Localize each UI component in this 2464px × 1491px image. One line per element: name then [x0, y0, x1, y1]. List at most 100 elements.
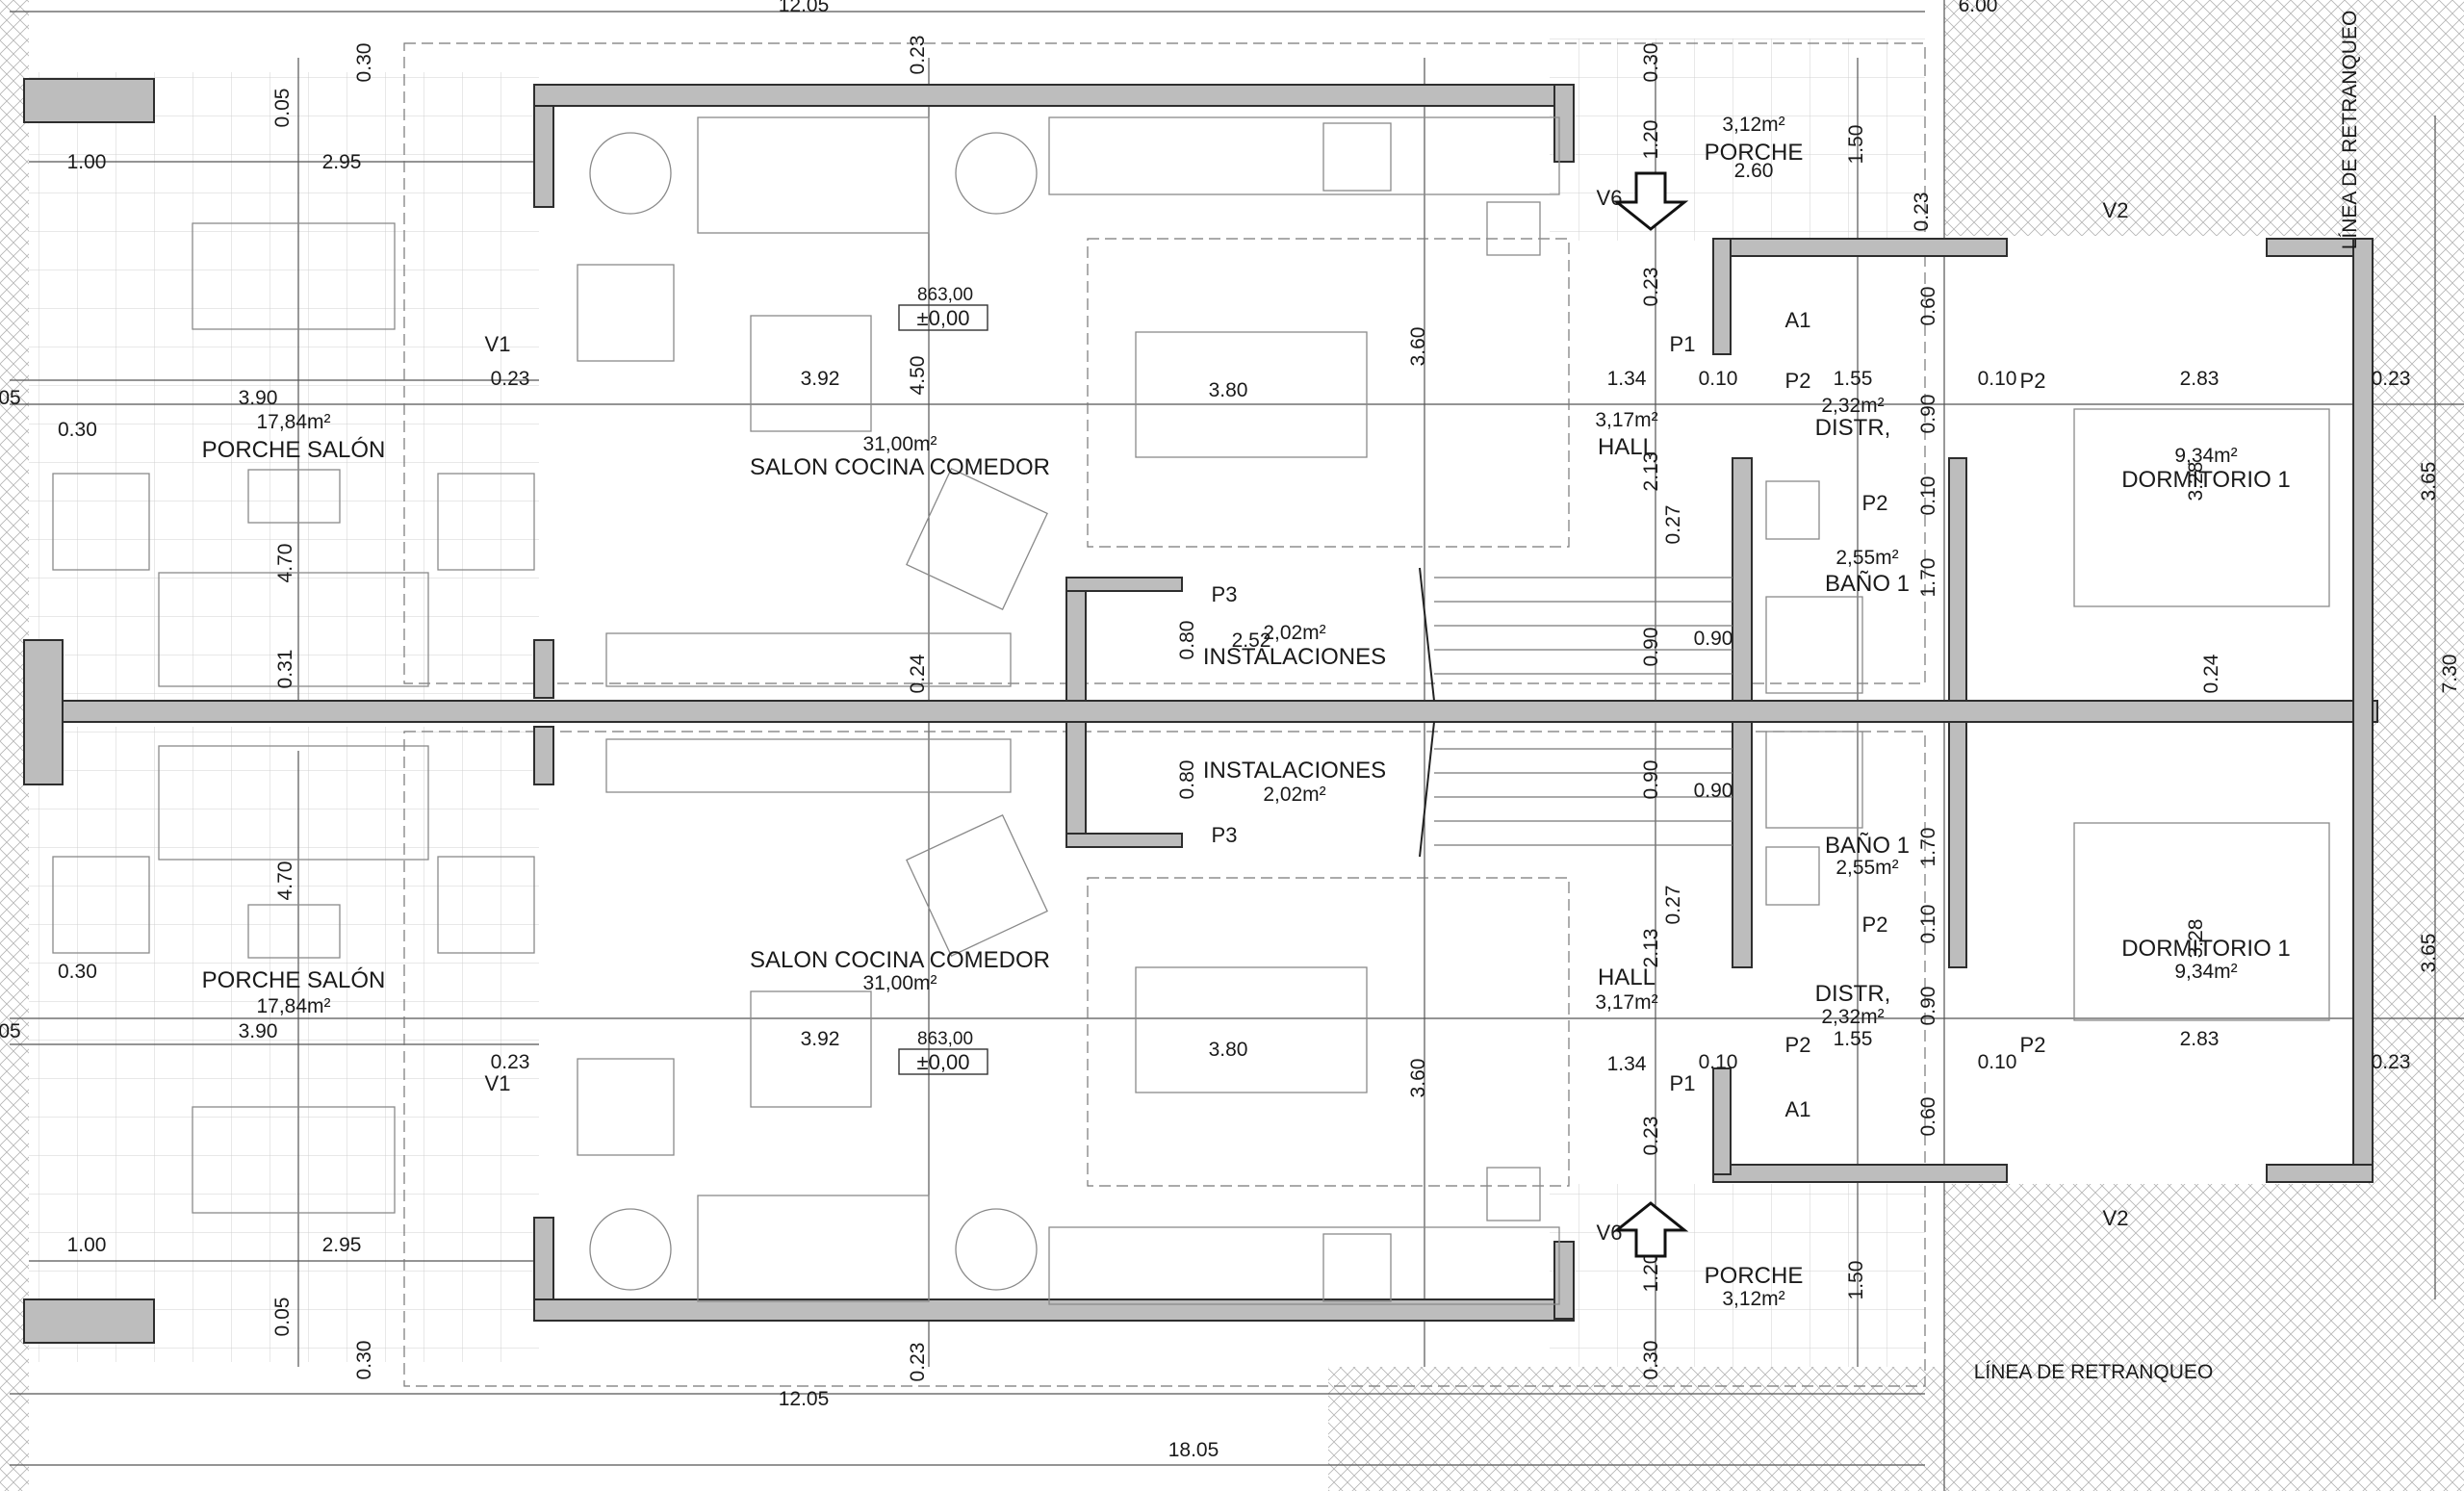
dim-170-lower: 1.70 [1917, 828, 1939, 867]
dim-450: 4.50 [907, 356, 929, 396]
dim-overall-top-left: 12.05 [779, 0, 830, 16]
dim-213-lower: 2.13 [1640, 929, 1662, 968]
room-name-instalaciones-lower: INSTALACIONES [1203, 758, 1386, 784]
room-area-porche-salon-lower: 17,84m² [256, 995, 330, 1017]
dim-010-b-lower: 0.10 [1978, 1051, 2017, 1073]
room-name-porche-upper: PORCHE [1705, 140, 1804, 166]
arrows [1612, 171, 1689, 1258]
dim-365-lower: 3.65 [2418, 934, 2440, 973]
room-name-dormitorio-lower: DORMITORIO 1 [2121, 936, 2291, 962]
tag-v2-upper: V2 [2103, 198, 2129, 222]
tag-p2-bath-upper: P2 [1862, 491, 1888, 515]
tag-a1-lower: A1 [1785, 1097, 1811, 1121]
tag-p2-bath-lower: P2 [1862, 913, 1888, 937]
stairs [1419, 567, 1732, 858]
tag-v2-lower: V2 [2103, 1206, 2129, 1230]
elevation-zero-lower: ±0,00 [917, 1050, 970, 1074]
dim-010-a-lower: 0.10 [1699, 1051, 1738, 1073]
dim-030-hall-bottom: 0.30 [1640, 1341, 1662, 1380]
dim-023-dorm-lower: 0.23 [2372, 1051, 2411, 1073]
tag-v1-lower: V1 [485, 1071, 511, 1095]
dim-060-lower: 0.60 [1917, 1097, 1939, 1137]
room-name-distr-lower: DISTR, [1815, 981, 1891, 1007]
dim-023-lower: 0.23 [491, 1051, 530, 1073]
dim-024-dorm: 0.24 [2200, 654, 2222, 693]
furniture-lower [52, 408, 2330, 1305]
tag-p2-distr-upper: P2 [1785, 369, 1811, 393]
dim-030-top: 0.30 [353, 43, 375, 83]
tag-v6-lower: V6 [1597, 1221, 1623, 1245]
dim-023-hall-upper: 0.23 [1640, 268, 1662, 307]
dim-023-bottom: 0.23 [907, 1343, 929, 1382]
dim-031: 0.31 [274, 650, 296, 689]
tag-p2-dorm-upper: P2 [2020, 369, 2046, 393]
room-area-salon-lower: 31,00m² [862, 972, 937, 994]
dim-060-upper: 0.60 [1917, 287, 1939, 326]
dim-027-lower: 0.27 [1662, 886, 1684, 925]
room-area-salon-upper: 31,00m² [862, 433, 937, 455]
dim-005-top: 0.05 [271, 89, 294, 128]
dim-overall-bottom-left: 12.05 [779, 1388, 830, 1410]
room-area-hall-upper: 3,17m² [1595, 409, 1657, 431]
setback-label-vertical: LÍNEA DE RETRANQUEO [2339, 11, 2361, 250]
dim-010-bath-lower: 0.10 [1917, 905, 1939, 944]
dim-090-hall-upper: 0.90 [1640, 628, 1662, 667]
tag-p1-lower: P1 [1670, 1071, 1696, 1095]
dim-080-upper: 0.80 [1176, 621, 1198, 660]
room-name-salon-lower: SALON COCINA COMEDOR [750, 947, 1050, 973]
dim-360-lower: 3.60 [1407, 1059, 1429, 1098]
dim-134-lower: 1.34 [1607, 1053, 1647, 1075]
elevation-marks: 863,00 ±0,00 863,00 ±0,00 [898, 285, 988, 1075]
dim-170-upper: 1.70 [1917, 558, 1939, 598]
dim-390-upper: 3.90 [239, 387, 278, 409]
dim-030-lower: 0.30 [58, 961, 97, 983]
dim-023-top: 0.23 [907, 36, 929, 75]
dim-010-bath-upper: 0.10 [1917, 476, 1939, 516]
dim-328-upper: 3.28 [2185, 462, 2207, 501]
room-area-porche-lower: 3,12m² [1722, 1288, 1784, 1310]
dim-024-salon: 0.24 [907, 654, 929, 693]
room-area-porche-salon-upper: 17,84m² [256, 411, 330, 433]
dim-overall-top-right: 6.00 [1959, 0, 1998, 16]
room-area-instalaciones-upper: 2,02m² [1263, 622, 1325, 644]
dim-05-upper: 05 [0, 387, 21, 409]
dim-030-bottom: 0.30 [353, 1341, 375, 1380]
room-area-hall-lower: 3,17m² [1595, 991, 1657, 1014]
room-name-instalaciones-upper: INSTALACIONES [1203, 644, 1386, 670]
dim-134-upper: 1.34 [1607, 368, 1647, 390]
dim-392-lower: 3.92 [801, 1028, 840, 1050]
room-area-porche-upper: 3,12m² [1722, 114, 1784, 136]
tag-v6-upper: V6 [1597, 186, 1623, 210]
dim-090-distr-lower: 0.90 [1917, 987, 1939, 1026]
dim-295-upper: 2.95 [322, 151, 362, 173]
element-tags: V1 V1 V2 V2 V6 V6 P1 P1 P2 P2 P2 P2 P2 P… [485, 186, 2129, 1245]
room-name-distr-upper: DISTR, [1815, 415, 1891, 441]
dim-392-upper: 3.92 [801, 368, 840, 390]
dim-090-hall-lower: 0.90 [1640, 760, 1662, 800]
dim-090-distr-upper: 0.90 [1917, 395, 1939, 434]
dim-010-a-upper: 0.10 [1699, 368, 1738, 390]
dashed-outlines [403, 42, 1926, 1387]
dim-328-lower: 3.28 [2185, 919, 2207, 959]
dim-overall-total: 18.05 [1168, 1439, 1219, 1461]
dim-010-b-upper: 0.10 [1978, 368, 2017, 390]
room-name-dormitorio-upper: DORMITORIO 1 [2121, 467, 2291, 493]
tag-p1-upper: P1 [1670, 332, 1696, 356]
dim-05-lower: 05 [0, 1020, 21, 1042]
dim-150-lower: 1.50 [1845, 1261, 1867, 1300]
tag-p3-upper: P3 [1212, 582, 1238, 606]
room-name-porche-salon-upper: PORCHE SALÓN [202, 437, 386, 463]
dim-283-lower: 2.83 [2180, 1028, 2220, 1050]
dim-120-upper: 1.20 [1640, 120, 1662, 160]
dim-120-lower: 1.20 [1640, 1253, 1662, 1293]
setback-label-horizontal: LÍNEA DE RETRANQUEO [1974, 1361, 2214, 1383]
dimension-labels: 12.05 6.00 12.05 18.05 0.30 0.30 1.00 1.… [0, 0, 2461, 1461]
dim-005-bottom: 0.05 [271, 1298, 294, 1337]
dim-090-stair-upper: 0.90 [1694, 628, 1733, 650]
room-name-porche-lower: PORCHE [1705, 1263, 1804, 1289]
dim-023-porch-top: 0.23 [1911, 193, 1933, 232]
room-area-instalaciones-lower: 2,02m² [1263, 784, 1325, 806]
room-name-porche-salon-lower: PORCHE SALÓN [202, 967, 386, 993]
dim-470-upper: 4.70 [274, 544, 296, 583]
dim-360-upper: 3.60 [1407, 327, 1429, 367]
